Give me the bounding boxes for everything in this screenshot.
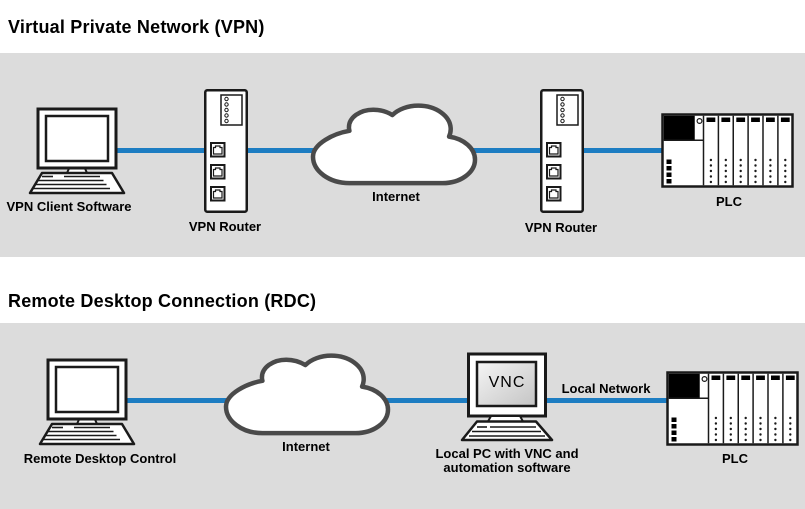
vpn-internet-label: Internet [372, 189, 420, 204]
local-network-label: Local Network [561, 381, 651, 396]
local-pc-label-line1: Local PC with VNC and [435, 446, 579, 461]
vpn-section-title: Virtual Private Network (VPN) [8, 17, 265, 37]
internet-cloud-icon [313, 95, 475, 189]
vpn-router-icon [539, 88, 585, 214]
local-pc-label: Local PC with VNC and automation softwar… [435, 447, 578, 475]
vpn-client-label: VPN Client Software [6, 199, 132, 214]
internet-cloud-icon [226, 345, 388, 439]
remote-desktop-control-label: Remote Desktop Control [23, 451, 177, 466]
desktop-computer-icon [37, 355, 137, 447]
rdc-section-title: Remote Desktop Connection (RDC) [8, 291, 317, 311]
plc-icon [661, 113, 794, 188]
vnc-pc-icon [459, 349, 555, 443]
rdc-internet-label: Internet [282, 439, 330, 454]
vnc-screen-label: VNC [488, 374, 526, 391]
local-pc-label-line2: automation software [443, 460, 571, 475]
vpn-router1-label: VPN Router [188, 219, 262, 234]
rdc-plc-label: PLC [722, 451, 748, 466]
plc-icon [666, 371, 799, 446]
rdc-connection-line [122, 398, 672, 403]
vpn-router-icon [203, 88, 249, 214]
vpn-plc-label: PLC [716, 194, 742, 209]
vpn-router2-label: VPN Router [524, 220, 598, 235]
desktop-computer-icon [27, 104, 127, 196]
